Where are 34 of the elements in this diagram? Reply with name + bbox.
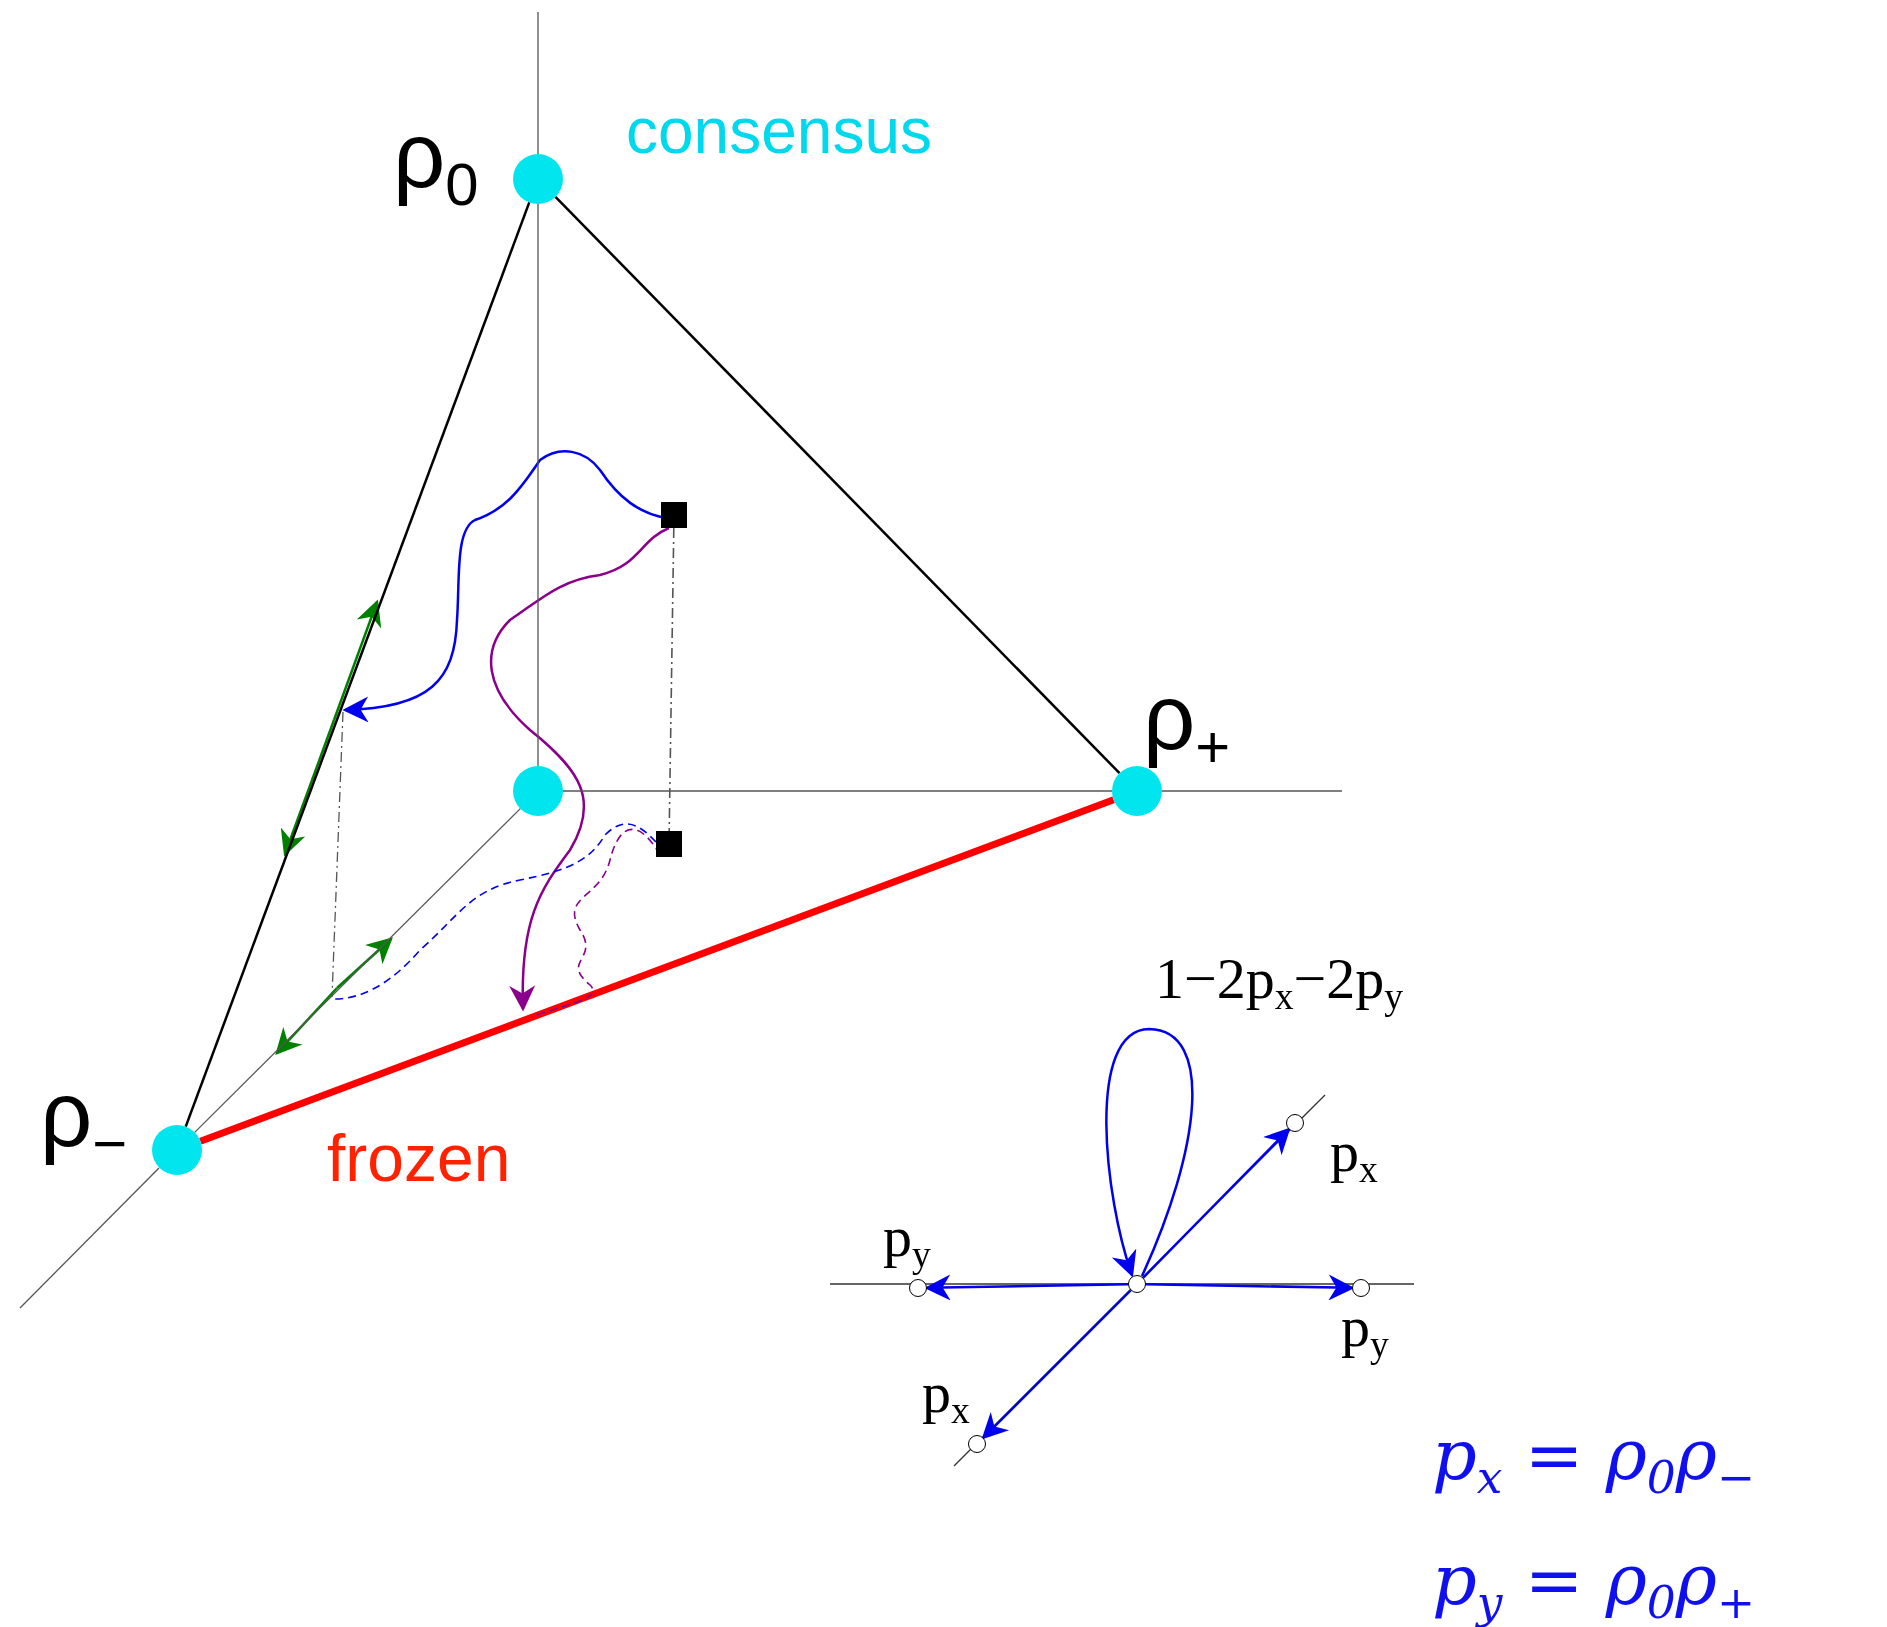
probability-label: p$_{y}$ xyxy=(1341,1298,1389,1364)
origin-dot xyxy=(513,766,563,816)
line xyxy=(184,202,531,1127)
vertex-label: ρ$_{+}$ xyxy=(1143,671,1231,777)
start-square xyxy=(661,502,687,528)
dashed-line xyxy=(668,527,675,832)
state-label: consensus xyxy=(626,99,932,163)
vertex-dot xyxy=(152,1125,202,1175)
probability-label: p$_{x}$ xyxy=(1330,1123,1378,1189)
line xyxy=(554,196,1121,774)
trajectory-arrow xyxy=(490,526,670,1012)
loop-arrow xyxy=(1105,1027,1194,1278)
arrow xyxy=(981,1289,1132,1440)
edge-label: 1−2p$_{x}$−2p$_{y}$ xyxy=(1155,950,1404,1016)
vertex-label: ρ$_{−}$ xyxy=(40,1068,128,1174)
line xyxy=(199,796,1115,1145)
line xyxy=(562,790,1113,792)
probability-label: p$_{x}$ xyxy=(922,1364,970,1430)
fixed-point-circle xyxy=(909,1279,927,1297)
formula: p$_{x}$ = ρ$_{0}$ρ$_{−}$ xyxy=(1432,1420,1756,1501)
line xyxy=(194,808,521,1133)
probability-label: p$_{y}$ xyxy=(883,1208,931,1274)
vertex-dot xyxy=(1112,766,1162,816)
fixed-point-circle xyxy=(1128,1275,1146,1293)
vertex-dot xyxy=(513,154,563,204)
fixed-point-circle xyxy=(1286,1114,1304,1132)
vertex-label: ρ$_{0}$ xyxy=(393,109,479,215)
arrow xyxy=(1142,1127,1291,1279)
line xyxy=(537,203,539,767)
edge-label: frozen xyxy=(327,1125,511,1191)
fixed-point-circle xyxy=(968,1435,986,1453)
trajectory-arrow xyxy=(342,450,662,722)
fixed-point-circle xyxy=(1352,1279,1370,1297)
projected-square xyxy=(656,831,682,857)
